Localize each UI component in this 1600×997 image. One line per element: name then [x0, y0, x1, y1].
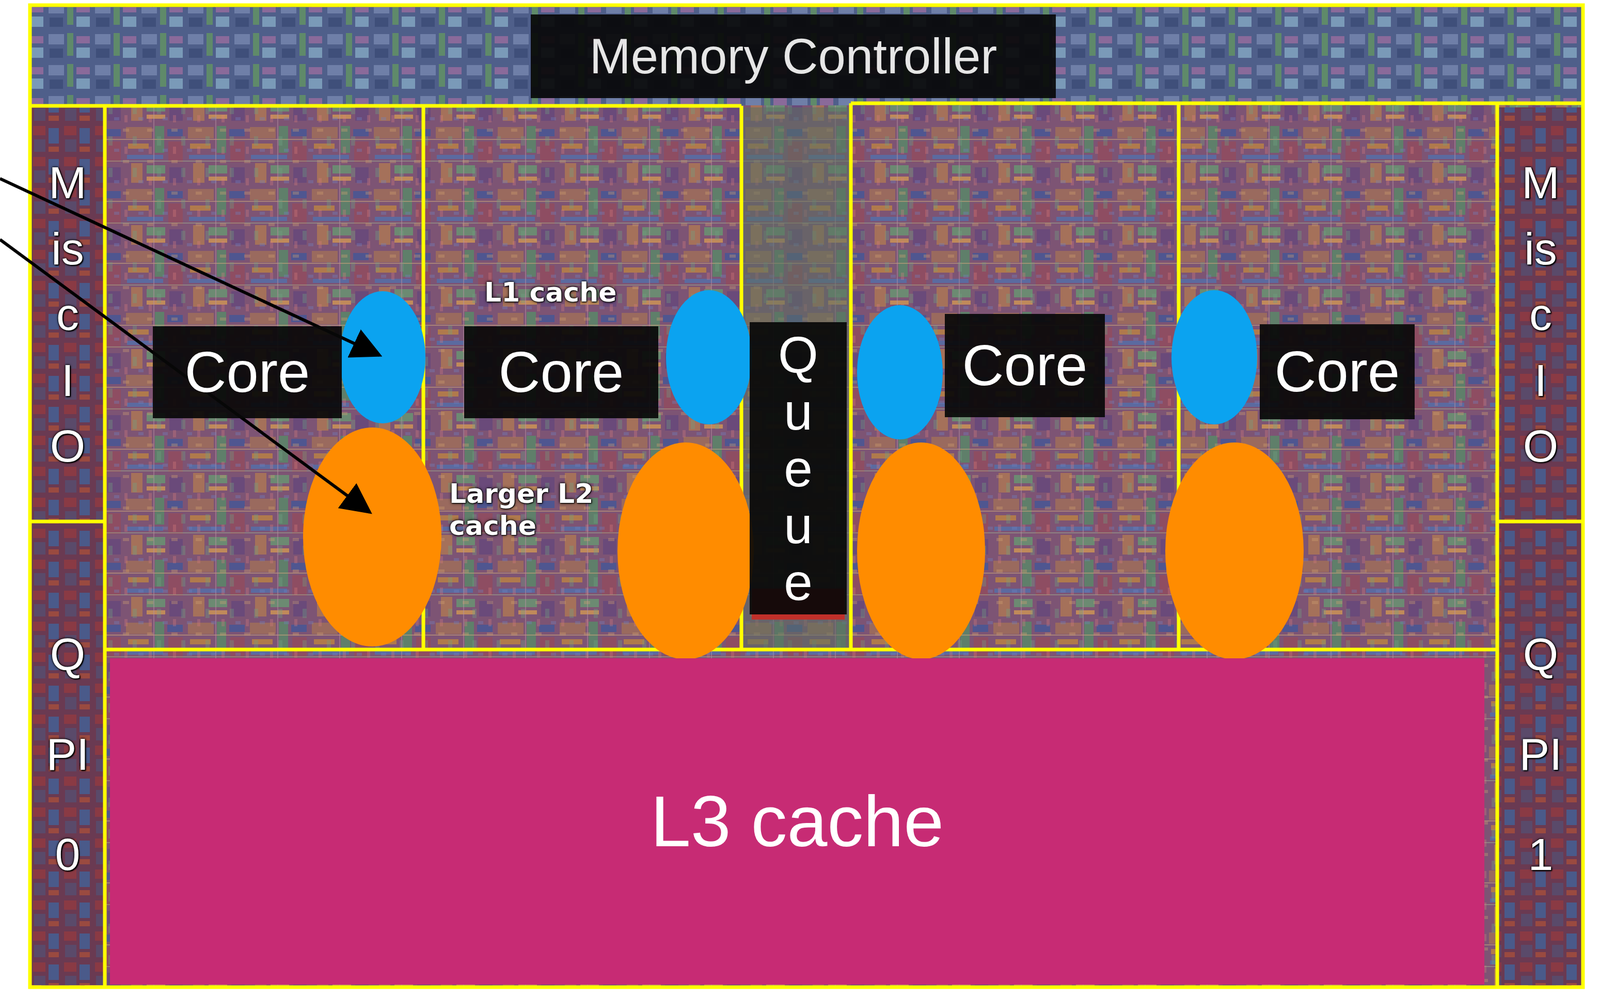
uncore-area: [741, 107, 851, 650]
die-texture: [28, 5, 1585, 988]
core-label: Core: [152, 326, 342, 419]
box-label: Core: [962, 333, 1088, 398]
cache-label: L1 cache: [484, 276, 617, 309]
vertical-label: Queue: [772, 326, 825, 611]
yellow-outline: [29, 5, 1583, 988]
vertical-label: QPI 1: [1517, 604, 1564, 905]
qpi-strip-label: QPI 1: [1499, 524, 1582, 985]
core-label: Core: [944, 313, 1105, 418]
die-texture: [28, 5, 1585, 988]
io-strip-label: Misc IO: [32, 109, 104, 520]
box-label: Core: [498, 340, 625, 404]
box-label: Memory Controller: [589, 28, 998, 84]
l3-cache-block: L3 cache: [109, 658, 1485, 985]
vertical-label: Misc IO: [44, 149, 91, 480]
box-label: L3 cache: [650, 781, 944, 862]
cache-label: Larger L2 cache: [449, 477, 646, 543]
box-label: Core: [184, 340, 311, 404]
vertical-label: QPI 0: [44, 604, 91, 905]
vertical-label: Misc IO: [1517, 149, 1564, 480]
queue-box: Queue: [749, 322, 847, 615]
io-strip: [1497, 107, 1583, 986]
memory-controller-label: Memory Controller: [530, 14, 1056, 99]
memory-controller-area: [29, 7, 1583, 106]
qpi-strip-label: QPI 0: [32, 524, 104, 985]
core-label: Core: [464, 326, 659, 419]
core-label: Core: [1259, 324, 1415, 420]
io-strip-label: Misc IO: [1499, 109, 1582, 520]
box-label: Core: [1274, 339, 1401, 404]
io-strip: [29, 107, 105, 986]
